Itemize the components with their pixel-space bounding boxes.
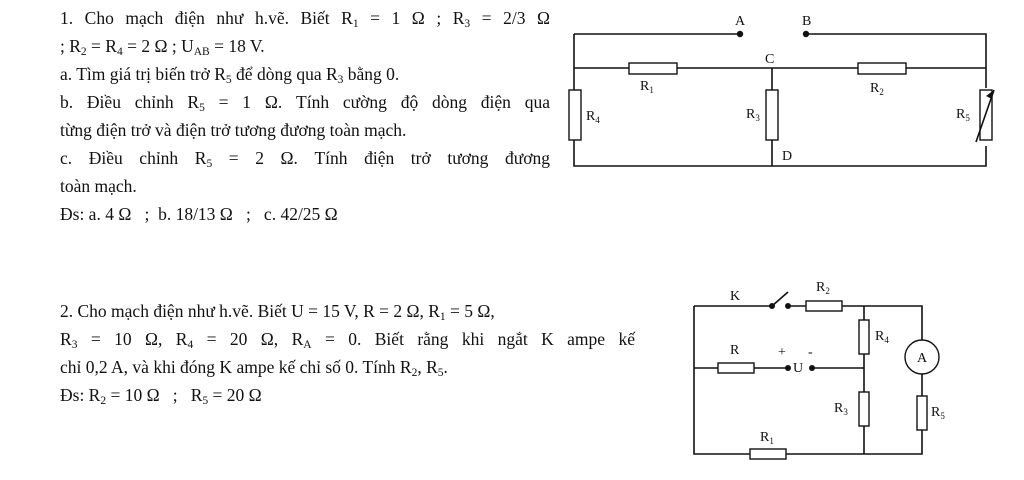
label-switch-k: K (730, 289, 740, 304)
resistor-r2 (857, 62, 907, 75)
label-r4: R4 (875, 329, 889, 345)
wire-frame (573, 34, 987, 167)
label-plus: + (778, 345, 786, 360)
resistor-r4 (858, 319, 870, 355)
problem-1-answer: Đs: a. 4 Ω ; b. 18/13 Ω ; c. 42/25 Ω (60, 204, 338, 224)
label-r5: R5 (931, 405, 945, 421)
circuit-diagram-1: A B C D R1 R2 R3 R4 R5 (568, 14, 995, 167)
variable-arrow-icon (975, 89, 995, 143)
label-r2: R2 (870, 81, 884, 97)
label-node-d: D (782, 149, 792, 164)
label-r1: R1 (760, 430, 774, 446)
problem-1-line-1: 1. Cho mạch điện như h.vẽ. Biết R1 = 1 Ω… (60, 8, 550, 30)
resistor-r (717, 362, 755, 374)
resistor-r2 (805, 300, 843, 312)
resistor-r1 (749, 448, 787, 460)
switch-k-contact-left (769, 303, 775, 309)
label-node-b: B (802, 14, 811, 29)
resistor-r1 (628, 62, 678, 75)
label-node-c: C (765, 52, 774, 67)
problem-1-part-c: c. Điều chỉnh R5 = 2 Ω. Tính điện trở tư… (60, 148, 550, 170)
variable-arrowhead-icon (986, 90, 994, 99)
resistor-r5 (916, 395, 928, 431)
problem-1-part-c-cont: toàn mạch. (60, 176, 137, 196)
circuit-diagram-2: A K R + - U R2 R4 R3 R5 R1 (693, 280, 945, 460)
wires (573, 33, 987, 167)
label-r1: R1 (640, 79, 654, 95)
problem-2-line-3: chỉ 0,2 A, và khi đóng K ampe kế chỉ số … (60, 357, 448, 379)
switch-k-blade-icon (771, 291, 789, 307)
resistor-r4 (568, 89, 582, 141)
label-r3: R3 (746, 107, 760, 123)
problem-1-part-b: b. Điều chỉnh R5 = 1 Ω. Tính cường độ dò… (60, 92, 550, 114)
label-r: R (730, 343, 740, 358)
problem-2-line-2: R3 = 10 Ω, R4 = 20 Ω, RA = 0. Biết rằng … (60, 329, 635, 351)
source-terminal-plus (785, 365, 791, 371)
wire-a-r5-branch (864, 374, 923, 455)
problem-2-text: 2. Cho mạch điện như h.vẽ. Biết U = 15 V… (60, 297, 635, 409)
label-r3: R3 (834, 401, 848, 417)
problem-2-line-1: 2. Cho mạch điện như h.vẽ. Biết U = 15 V… (60, 301, 495, 323)
problem-2-answer: Đs: R2 = 10 Ω ; R5 = 20 Ω (60, 385, 262, 407)
wire-left-bottom (693, 306, 864, 455)
label-ammeter: A (917, 351, 928, 366)
problem-1-text: 1. Cho mạch điện như h.vẽ. Biết R1 = 1 Ω… (60, 4, 550, 228)
label-r2: R2 (816, 280, 830, 296)
label-source-u: U (793, 361, 803, 376)
resistor-r3 (765, 89, 779, 141)
wire-top-right (806, 33, 987, 88)
problem-1-line-2: ; R2 = R4 = 2 Ω ; UAB = 18 V. (60, 36, 265, 58)
terminal-a (736, 30, 744, 38)
label-r5: R5 (956, 107, 970, 123)
problem-1-part-b-cont: từng điện trở và điện trở tương đương to… (60, 120, 407, 140)
problem-1-part-a: a. Tìm giá trị biến trở R5 để dòng qua R… (60, 64, 400, 86)
terminal-b (802, 30, 810, 38)
label-node-a: A (735, 14, 746, 29)
switch-k-contact-right (785, 303, 791, 309)
source-terminal-minus (809, 365, 815, 371)
resistor-r3 (858, 391, 870, 427)
label-r4: R4 (586, 109, 600, 125)
ammeter-icon (904, 339, 940, 375)
label-minus: - (808, 345, 813, 360)
